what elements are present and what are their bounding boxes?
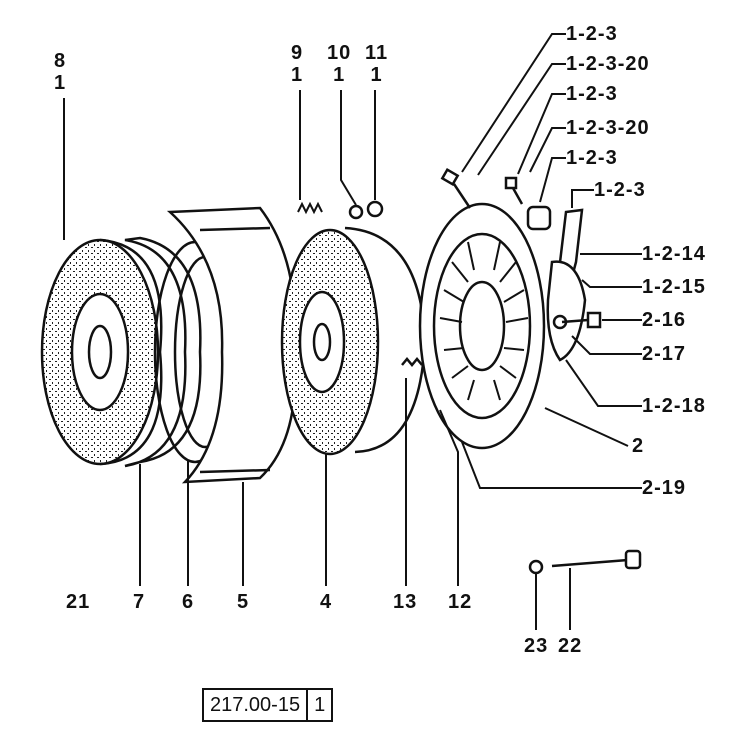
pressure-plate-cover-2 <box>418 202 546 450</box>
callout-6: 6 <box>182 591 195 613</box>
callout-1-2-3-20: 1-2-3-20 <box>566 53 650 75</box>
callout-1-2-3: 1-2-3 <box>566 147 618 169</box>
leader-lines <box>63 33 642 630</box>
callout-13: 13 <box>393 591 418 613</box>
callout-7: 7 <box>133 591 146 613</box>
callout-sheet: 1 <box>370 64 383 86</box>
callout-1-2-3-20: 1-2-3-20 <box>566 117 650 139</box>
callout-2-19: 2-19 <box>642 477 687 499</box>
callout-2-17: 2-17 <box>642 343 687 365</box>
drawing-sheet: 1 <box>306 690 331 720</box>
callout-number: 10 <box>327 42 352 64</box>
callout-1-2-15: 1-2-15 <box>642 276 706 298</box>
callout-number: 9 <box>291 42 304 64</box>
callout-10-1: 10 1 <box>327 42 351 86</box>
release-lever-1-2-14 <box>546 208 587 362</box>
callout-1-2-3: 1-2-3 <box>566 23 618 45</box>
bolt-1-2-3-a <box>440 167 472 209</box>
callout-23: 23 <box>524 635 549 657</box>
callout-21: 21 <box>66 591 91 613</box>
callout-2: 2 <box>632 435 645 457</box>
callout-22: 22 <box>558 635 583 657</box>
callout-1-2-18: 1-2-18 <box>642 395 706 417</box>
callout-12: 12 <box>448 591 473 613</box>
nut-11 <box>366 200 384 218</box>
callout-sheet: 1 <box>291 64 304 86</box>
callout-1-2-3: 1-2-3 <box>566 83 618 105</box>
friction-disc-21 <box>40 238 163 466</box>
callout-9-1: 9 1 <box>291 42 303 86</box>
block-1-2-3 <box>526 205 552 231</box>
spring-9 <box>297 201 323 215</box>
callout-2-16: 2-16 <box>642 309 687 331</box>
callout-8-1: 8 1 <box>54 50 66 94</box>
pressure-ring-5 <box>166 206 297 484</box>
callout-4: 4 <box>320 591 333 613</box>
callout-number: 8 <box>54 50 67 72</box>
drawing-number: 217.00-15 <box>210 694 301 716</box>
callout-sheet: 1 <box>333 64 346 86</box>
callout-sheet: 1 <box>54 72 67 94</box>
washer-23 <box>528 559 544 575</box>
callout-1-2-3: 1-2-3 <box>594 179 646 201</box>
callout-11-1: 11 1 <box>365 42 388 86</box>
long-bolt-22 <box>551 549 642 570</box>
callout-5: 5 <box>237 591 250 613</box>
bolt-2-16 <box>561 311 602 329</box>
callout-1-2-14: 1-2-14 <box>642 243 706 265</box>
callout-number: 11 <box>365 42 389 64</box>
washer-10 <box>348 204 364 220</box>
bolt-1-2-3-b <box>504 176 524 205</box>
driven-disc-4 <box>280 228 380 456</box>
drawing-code-box: 217.00-15 1 <box>202 688 334 722</box>
